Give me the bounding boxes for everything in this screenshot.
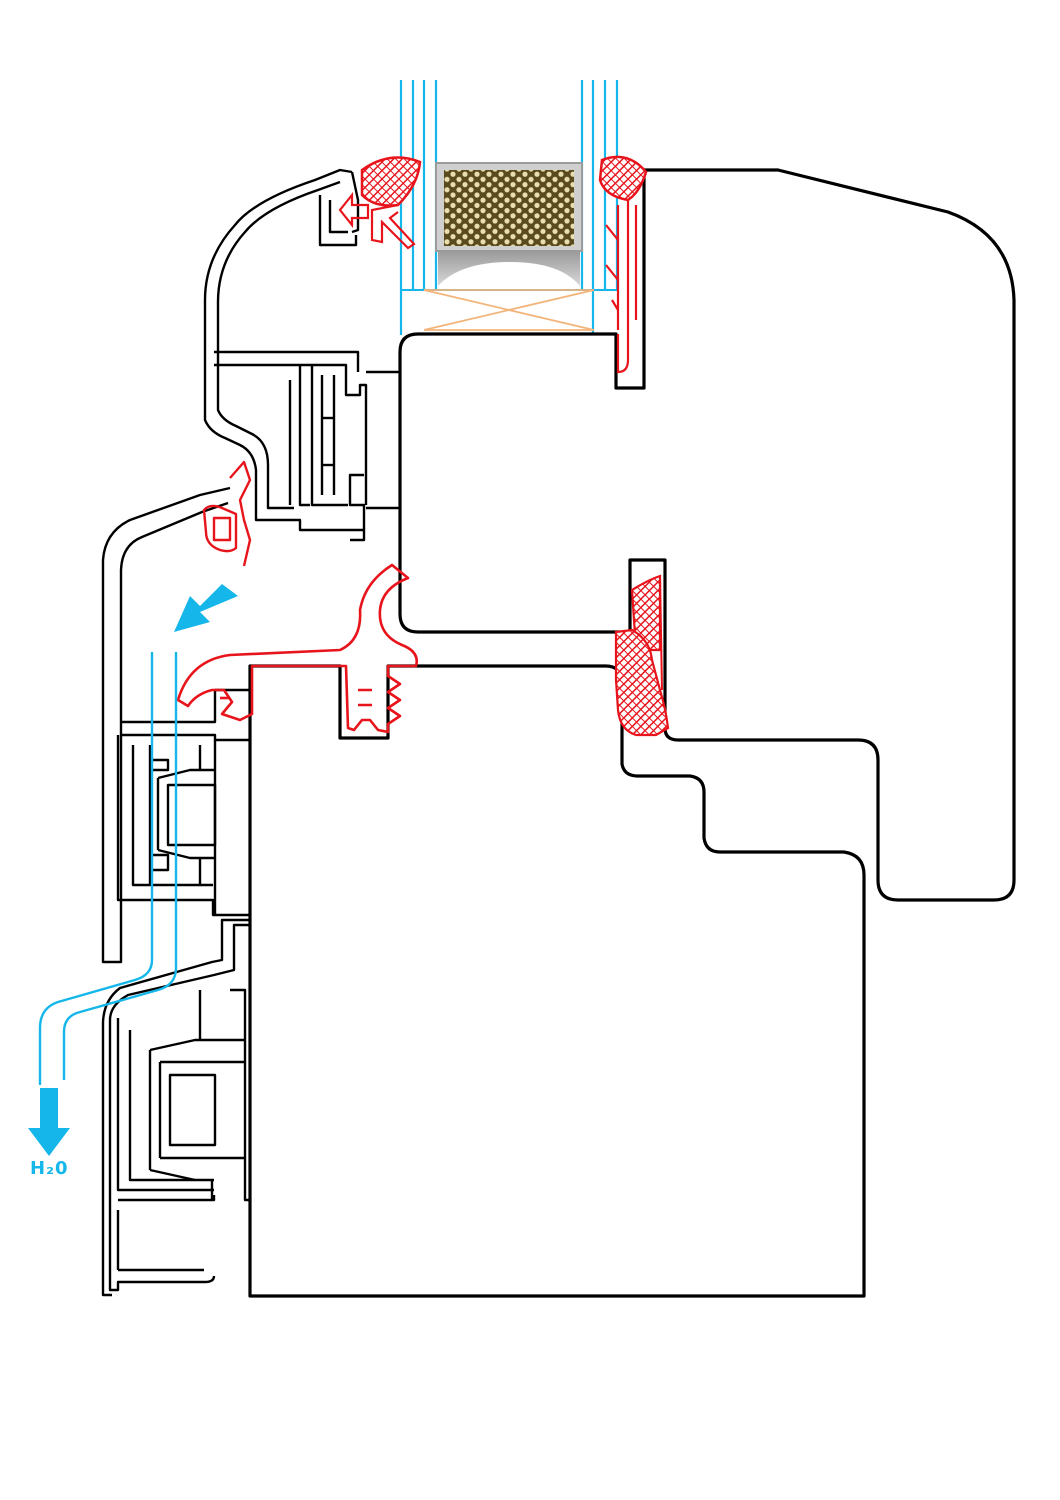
- frame-wood-profile: [248, 664, 866, 1298]
- glass-pane-right: [580, 80, 619, 335]
- sash-wood-profile: [398, 168, 1016, 902]
- cladding-gasket-middle: [202, 460, 252, 567]
- glazing-gasket-right: [598, 155, 648, 374]
- glass-pane-left: [399, 80, 438, 335]
- aluminium-cladding-lower: [101, 688, 250, 1297]
- weather-seal-gasket-right: [614, 574, 670, 737]
- drain-channel-lines: [38, 652, 178, 1085]
- water-drain-label: H₂0: [30, 1158, 69, 1179]
- center-seal-gasket: [176, 563, 418, 734]
- arrow-down-left-icon: [174, 584, 238, 632]
- aluminium-cladding-middle: [101, 486, 231, 964]
- glazing-block: [423, 289, 595, 331]
- glass-spacer: [435, 162, 583, 286]
- aluminium-cladding-upper: [203, 168, 400, 542]
- glazing-gasket-left: [338, 156, 422, 250]
- arrow-down-icon: [28, 1088, 70, 1156]
